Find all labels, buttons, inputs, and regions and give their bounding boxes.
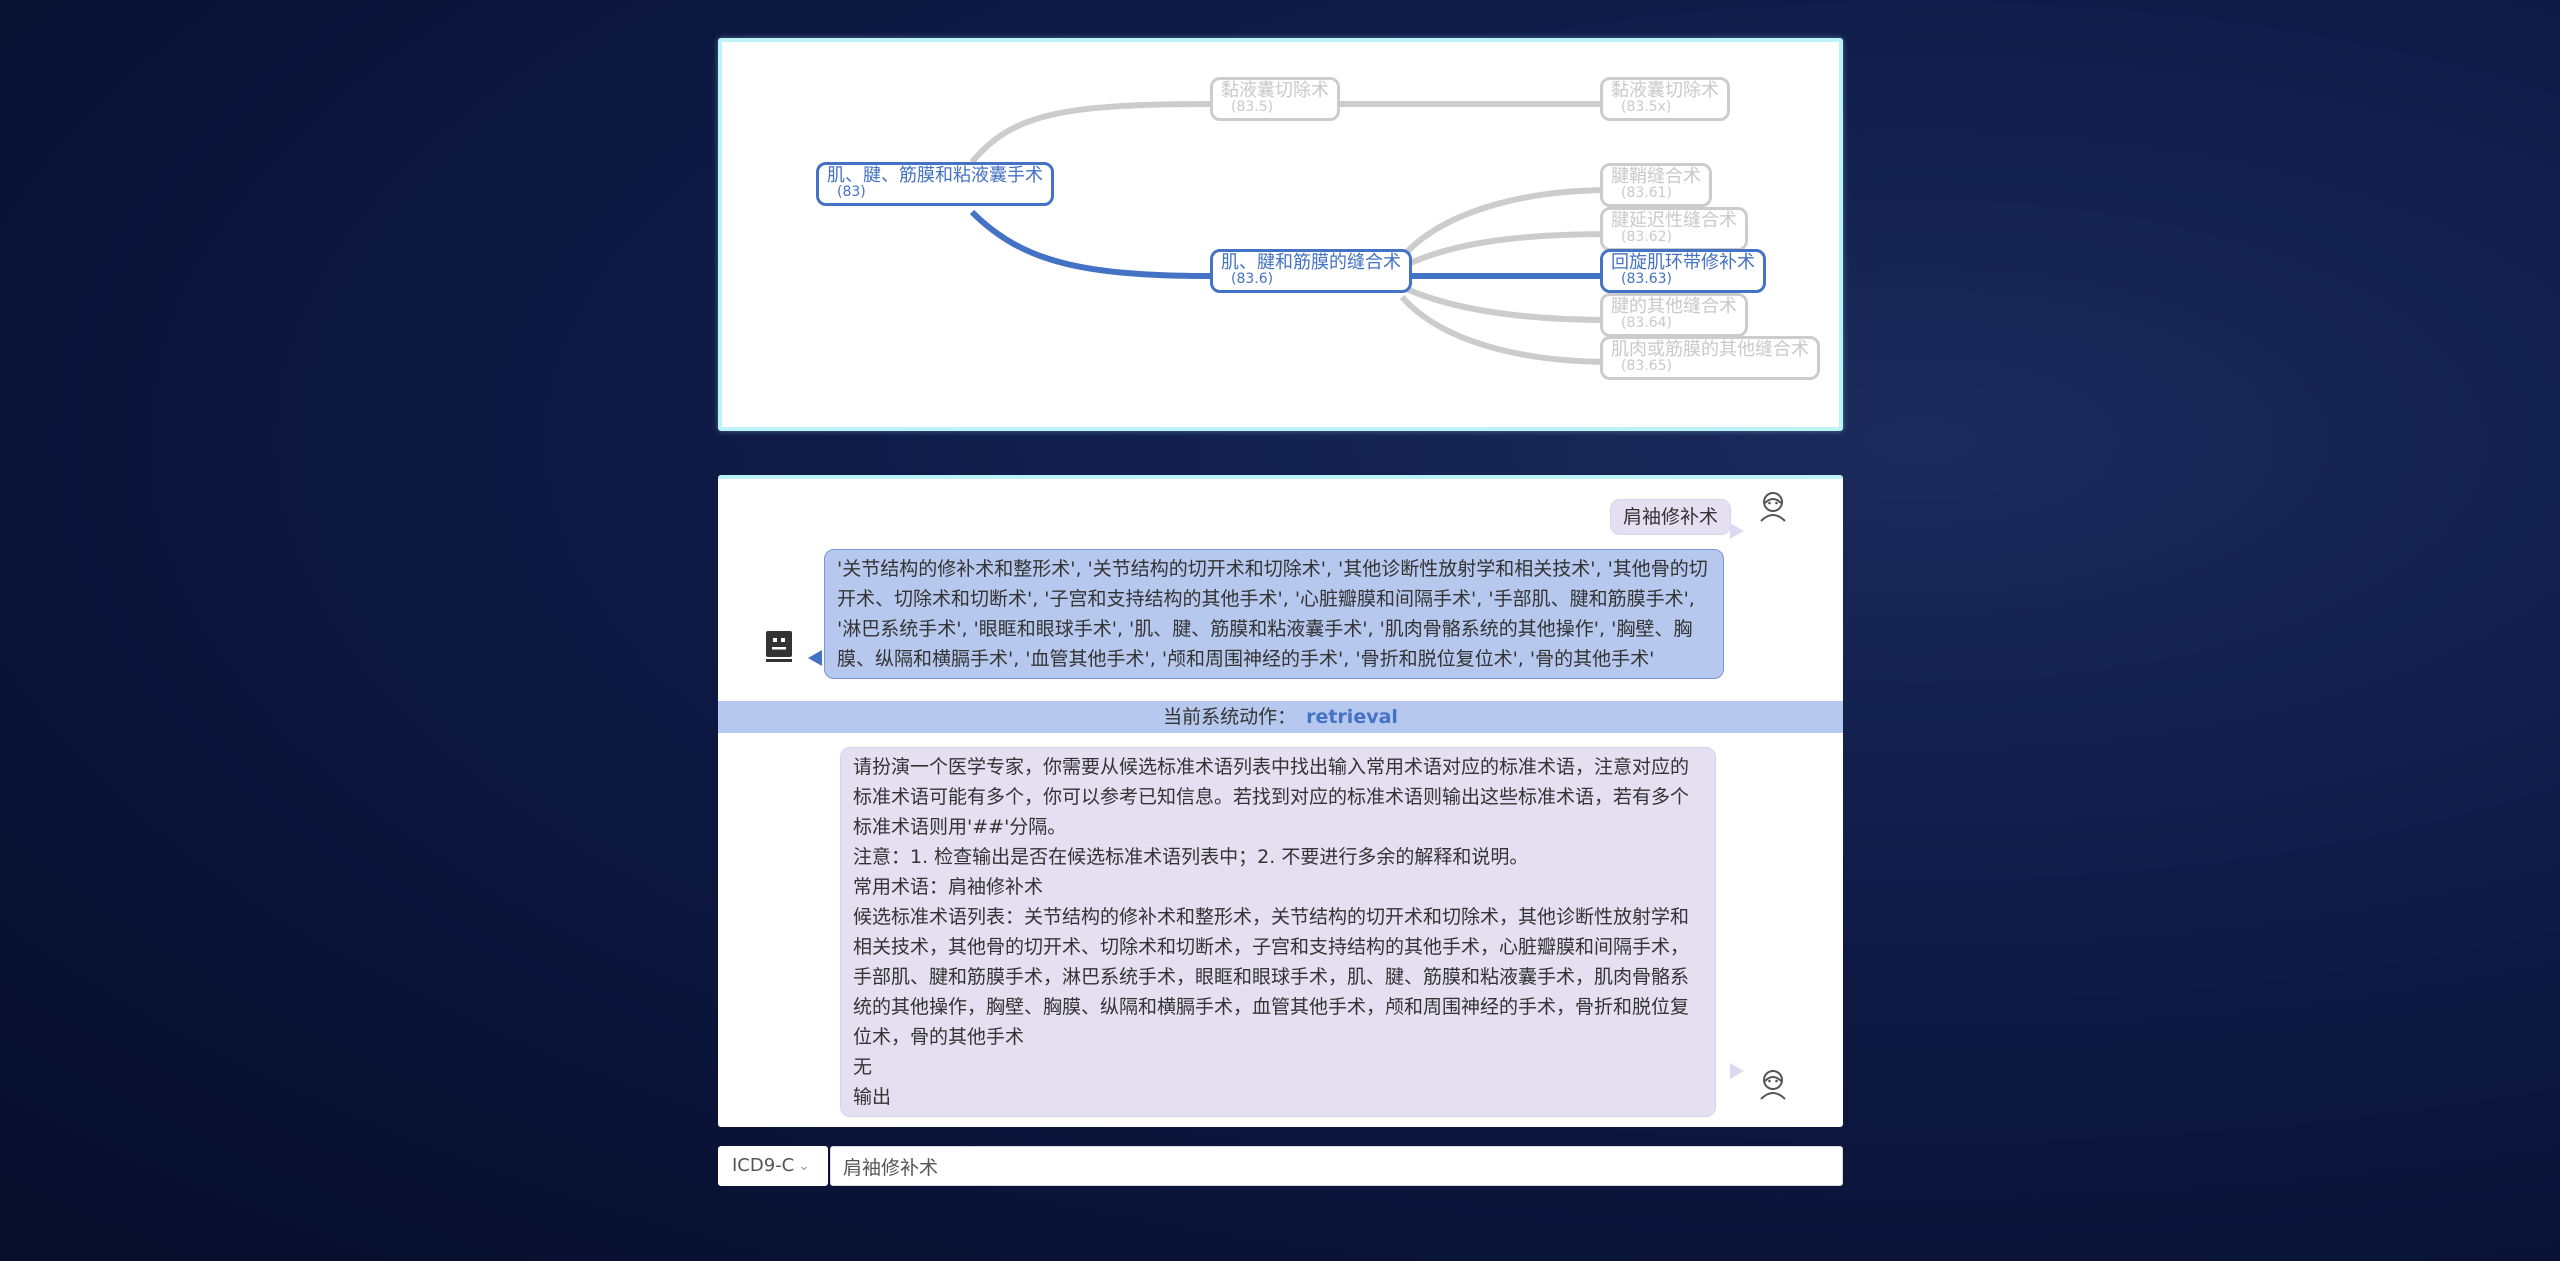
user-avatar-icon bbox=[1756, 489, 1790, 523]
code-system-select[interactable]: ICD9-C ⌄ bbox=[718, 1146, 828, 1186]
bot-message: '关节结构的修补术和整形术', '关节结构的切开术和切除术', '其他诊断性放射… bbox=[824, 549, 1724, 679]
prompt-line: 常用术语：肩袖修补术 bbox=[853, 876, 1044, 898]
tree-node-83-5[interactable]: 黏液囊切除术 (83.5) bbox=[1210, 77, 1340, 121]
node-name: 腱鞘缝合术 bbox=[1611, 166, 1701, 187]
term-input[interactable] bbox=[830, 1146, 1843, 1186]
node-name: 黏液囊切除术 bbox=[1221, 80, 1329, 101]
tree-node-83-5x[interactable]: 黏液囊切除术 (83.5x) bbox=[1600, 77, 1730, 121]
node-code: (83.5x) bbox=[1621, 99, 1672, 115]
node-name: 肌肉或筋膜的其他缝合术 bbox=[1611, 339, 1809, 360]
tree-node-83-61[interactable]: 腱鞘缝合术 (83.61) bbox=[1600, 163, 1712, 207]
chat-panel[interactable]: 肩袖修补术 '关节结构的修补术和整形术', '关节结构的切开术和切除术', '其… bbox=[718, 475, 1843, 1127]
bubble-tail bbox=[1730, 523, 1744, 539]
edge-83-836 bbox=[969, 209, 1213, 279]
tree-node-83-65[interactable]: 肌肉或筋膜的其他缝合术 (83.65) bbox=[1600, 336, 1820, 380]
node-code: (83.61) bbox=[1621, 185, 1673, 201]
node-name: 肌、腱、筋膜和粘液囊手术 bbox=[827, 165, 1043, 186]
user-avatar-icon bbox=[1756, 1067, 1790, 1101]
prompt-line: 请扮演一个医学专家，你需要从候选标准术语列表中找出输入常用术语对应的标准术语，注… bbox=[853, 756, 1690, 838]
action-label: 当前系统动作： bbox=[1163, 706, 1297, 728]
tree-node-83-6[interactable]: 肌、腱和筋膜的缝合术 (83.6) bbox=[1210, 249, 1412, 293]
node-code: (83.5) bbox=[1231, 99, 1274, 115]
edge-836-8364 bbox=[1400, 284, 1613, 323]
node-name: 肌、腱和筋膜的缝合术 bbox=[1221, 252, 1401, 273]
tree-node-83-62[interactable]: 腱延迟性缝合术 (83.62) bbox=[1600, 207, 1748, 251]
node-name: 腱延迟性缝合术 bbox=[1611, 210, 1737, 231]
bot-message-text: '关节结构的修补术和整形术', '关节结构的切开术和切除术', '其他诊断性放射… bbox=[837, 558, 1708, 670]
bubble-tail bbox=[808, 650, 822, 666]
prompt-line: 无 bbox=[853, 1056, 873, 1078]
node-code: (83.64) bbox=[1621, 315, 1673, 331]
edge-836-8365 bbox=[1399, 295, 1613, 365]
select-value: ICD9-C bbox=[732, 1155, 795, 1176]
edge-83-835 bbox=[969, 101, 1213, 164]
node-name: 腱的其他缝合术 bbox=[1611, 296, 1737, 317]
edge-836-8361 bbox=[1399, 187, 1613, 259]
prompt-message: 请扮演一个医学专家，你需要从候选标准术语列表中找出输入常用术语对应的标准术语，注… bbox=[840, 747, 1716, 1117]
node-name: 黏液囊切除术 bbox=[1611, 80, 1719, 101]
node-code: (83.63) bbox=[1621, 271, 1673, 287]
system-action-bar: 当前系统动作： retrieval bbox=[718, 701, 1843, 733]
bubble-tail bbox=[1730, 1063, 1744, 1079]
action-value: retrieval bbox=[1306, 706, 1398, 728]
prompt-line: 候选标准术语列表：关节结构的修补术和整形术，关节结构的切开术和切除术，其他诊断性… bbox=[853, 906, 1690, 1048]
prompt-line: 注意：1. 检查输出是否在候选标准术语列表中；2. 不要进行多余的解释和说明。 bbox=[853, 846, 1529, 868]
user-message: 肩袖修补术 bbox=[1610, 499, 1732, 535]
node-code: (83.62) bbox=[1621, 229, 1673, 245]
chevron-down-icon: ⌄ bbox=[798, 1158, 810, 1174]
bot-avatar-icon bbox=[762, 629, 796, 663]
tree-node-83-63[interactable]: 回旋肌环带修补术 (83.63) bbox=[1600, 249, 1766, 293]
tree-node-83-64[interactable]: 腱的其他缝合术 (83.64) bbox=[1600, 293, 1748, 337]
edge-836-8362 bbox=[1400, 231, 1613, 270]
node-code: (83.65) bbox=[1621, 358, 1673, 374]
tree-edges bbox=[969, 101, 1613, 365]
prompt-line: 输出 bbox=[853, 1086, 892, 1108]
node-name: 回旋肌环带修补术 bbox=[1611, 252, 1755, 273]
code-tree-panel: 肌、腱、筋膜和粘液囊手术 (83) 黏液囊切除术 (83.5) 黏液囊切除术 (… bbox=[718, 38, 1843, 431]
node-code: (83) bbox=[837, 184, 866, 200]
user-message-text: 肩袖修补术 bbox=[1623, 506, 1719, 528]
tree-node-83[interactable]: 肌、腱、筋膜和粘液囊手术 (83) bbox=[816, 162, 1054, 206]
node-code: (83.6) bbox=[1231, 271, 1274, 287]
